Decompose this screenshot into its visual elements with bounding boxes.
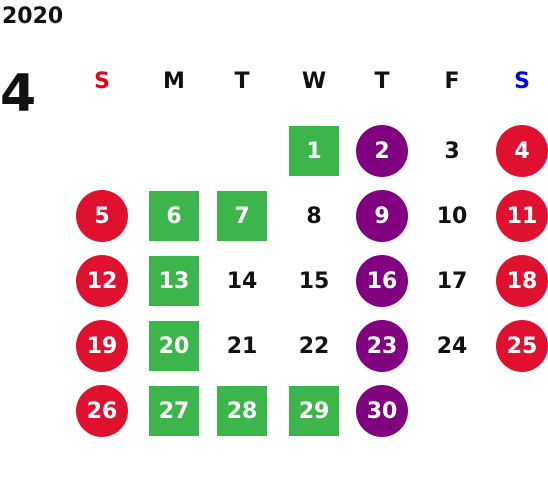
calendar-month-number: 4 [0, 64, 37, 124]
calendar-day-26[interactable]: 26 [76, 385, 128, 437]
calendar-day-27[interactable]: 27 [149, 386, 199, 436]
calendar-day-5[interactable]: 5 [76, 190, 128, 242]
calendar-day-9[interactable]: 9 [356, 190, 408, 242]
calendar-day-14[interactable]: 14 [226, 268, 258, 294]
calendar-day-29[interactable]: 29 [289, 386, 339, 436]
calendar-day-25[interactable]: 25 [496, 320, 548, 372]
calendar-day-7[interactable]: 7 [217, 191, 267, 241]
weekday-label-fri: F [444, 69, 460, 94]
calendar-day-2[interactable]: 2 [356, 125, 408, 177]
weekday-label-sat: S [514, 69, 530, 94]
calendar-day-3[interactable]: 3 [444, 138, 460, 164]
weekday-label-sun: S [94, 69, 110, 94]
weekday-label-mon: M [163, 69, 185, 94]
calendar-day-19[interactable]: 19 [76, 320, 128, 372]
calendar-day-13[interactable]: 13 [149, 256, 199, 306]
calendar-day-8[interactable]: 8 [306, 203, 322, 229]
calendar-day-10[interactable]: 10 [436, 203, 468, 229]
calendar-day-4[interactable]: 4 [496, 125, 548, 177]
weekday-label-wed: W [301, 69, 327, 94]
weekday-label-thu: T [374, 69, 390, 94]
calendar-day-1[interactable]: 1 [289, 126, 339, 176]
calendar-day-28[interactable]: 28 [217, 386, 267, 436]
calendar-day-16[interactable]: 16 [356, 255, 408, 307]
calendar-day-23[interactable]: 23 [356, 320, 408, 372]
calendar-year: 2020 [2, 4, 64, 29]
calendar-day-20[interactable]: 20 [149, 321, 199, 371]
calendar-day-22[interactable]: 22 [298, 333, 330, 359]
calendar-day-11[interactable]: 11 [496, 190, 548, 242]
weekday-label-tue: T [234, 69, 250, 94]
calendar-day-15[interactable]: 15 [298, 268, 330, 294]
calendar-day-18[interactable]: 18 [496, 255, 548, 307]
calendar-day-21[interactable]: 21 [226, 333, 258, 359]
calendar-day-6[interactable]: 6 [149, 191, 199, 241]
calendar-day-24[interactable]: 24 [436, 333, 468, 359]
calendar-day-30[interactable]: 30 [356, 385, 408, 437]
calendar-day-12[interactable]: 12 [76, 255, 128, 307]
calendar-day-17[interactable]: 17 [436, 268, 468, 294]
